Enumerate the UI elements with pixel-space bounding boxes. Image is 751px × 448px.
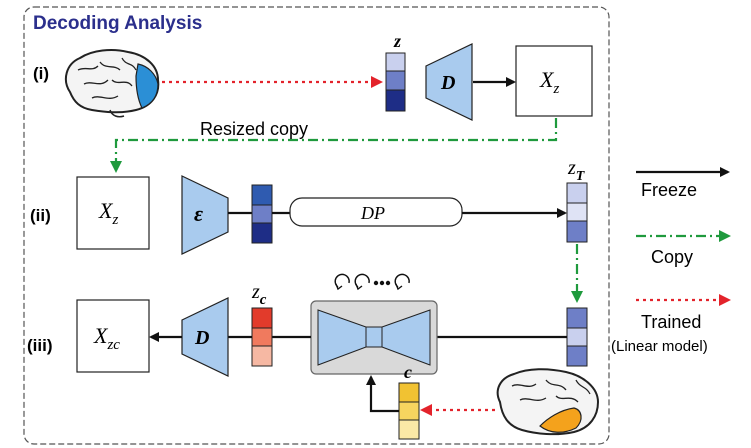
xz-output-box-top: Xz — [515, 45, 593, 117]
svg-text:D: D — [194, 327, 209, 349]
dp-process-box: DP — [289, 197, 463, 227]
z-label: z — [393, 31, 401, 51]
resized-copy-label: Resized copy — [200, 119, 308, 139]
copy-connector-resized — [110, 118, 558, 173]
svg-text:Xz: Xz — [98, 198, 118, 228]
encoder-trapezoid: ε — [181, 175, 229, 255]
svg-text:DP: DP — [360, 203, 385, 223]
freeze-arrow-c-network — [366, 375, 399, 413]
brain-icon-blue — [64, 49, 160, 118]
panel-title: Decoding Analysis — [33, 13, 202, 34]
legend-freeze-label: Freeze — [641, 180, 697, 200]
row-label-iii: (iii) — [27, 336, 53, 355]
svg-text:Xz: Xz — [539, 67, 559, 97]
analysis-panel — [23, 6, 610, 445]
zc-label: zc — [251, 281, 267, 308]
zt-latent-vector-bottom — [566, 307, 588, 367]
xzc-output-box: Xzc — [76, 299, 150, 373]
legend-trained-label: Trained — [641, 312, 701, 332]
xz-input-box-mid: Xz — [76, 176, 150, 250]
decoder-trapezoid-top: D — [425, 43, 473, 121]
row-label-ii: (ii) — [30, 206, 51, 225]
legend-trained-note: (Linear model) — [611, 338, 708, 355]
c-label: c — [404, 362, 412, 382]
iteration-loop-icon — [334, 273, 410, 291]
row-label-i: (i) — [33, 64, 49, 83]
z-latent-vector — [385, 52, 406, 112]
diffusion-network-box — [310, 300, 438, 375]
zt-latent-vector — [566, 182, 588, 243]
c-latent-vector — [398, 382, 420, 440]
zc-latent-vector — [251, 307, 273, 367]
zt-label: zT — [567, 157, 586, 184]
legend-copy-label: Copy — [651, 247, 693, 267]
decoder-trapezoid-bottom: D — [181, 297, 229, 377]
svg-text:Xzc: Xzc — [93, 323, 120, 353]
encoded-latent-vector — [251, 184, 273, 244]
svg-text:ε: ε — [194, 201, 203, 226]
brain-icon-orange — [496, 368, 600, 436]
svg-text:D: D — [440, 72, 455, 94]
